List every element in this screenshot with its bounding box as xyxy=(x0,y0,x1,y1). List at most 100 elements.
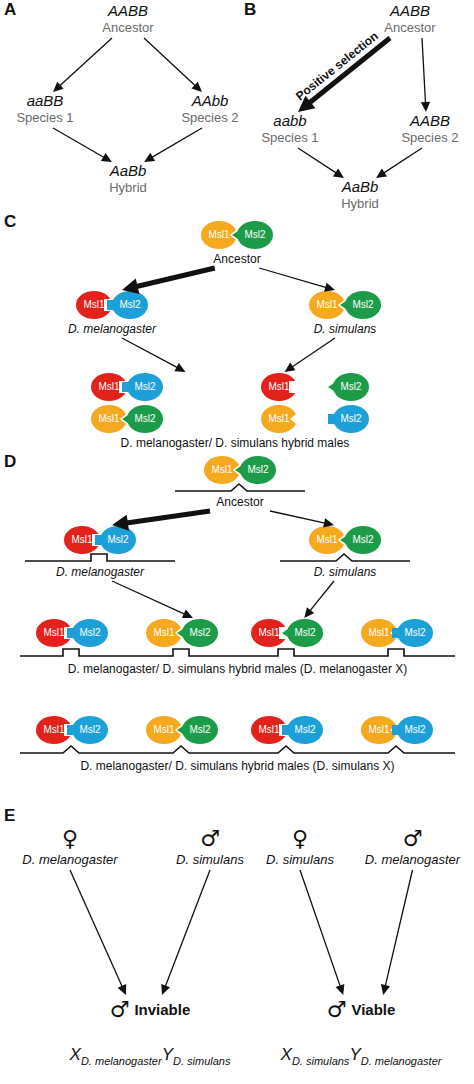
connector xyxy=(421,38,430,112)
arrow-head xyxy=(323,518,334,527)
genotype: AABB xyxy=(88,2,168,20)
protein-group: AncestorMsl1Msl2 xyxy=(190,455,290,511)
protein-group: D. melanogaster/ D. simulans hybrid male… xyxy=(15,618,460,678)
protein-node: Msl2 xyxy=(282,618,324,648)
chromatin-line xyxy=(20,649,455,656)
chromosome-origin: D. melanogaster xyxy=(361,1055,442,1067)
protein-label: Msl1 xyxy=(64,525,100,555)
connector-line xyxy=(422,38,426,104)
genotype: AABB xyxy=(390,112,470,130)
protein-group: D. simulansMsl1Msl2 xyxy=(295,290,395,338)
square-knob xyxy=(107,300,119,310)
connector-line xyxy=(383,148,422,174)
wedge-knob xyxy=(328,379,340,395)
arrow-head xyxy=(324,283,335,292)
wedge-knob xyxy=(282,625,294,641)
protein-label: Msl2 xyxy=(112,290,148,320)
chromosome: Y xyxy=(349,1045,360,1064)
connector xyxy=(298,38,390,112)
node-caption: Ancestor xyxy=(370,20,450,36)
parent-node: ♂D. melanogaster xyxy=(355,826,470,870)
node-caption: Species 2 xyxy=(170,110,250,126)
protein-node: Msl2 xyxy=(232,220,274,250)
panel-letter: D xyxy=(4,452,16,472)
protein-label: Msl1 xyxy=(36,618,72,648)
square-knob xyxy=(328,414,340,424)
wedge-knob xyxy=(340,297,352,313)
connector-line xyxy=(259,268,327,288)
panel-letter: E xyxy=(4,806,15,826)
connector xyxy=(70,870,126,995)
viability: Inviable xyxy=(134,1001,190,1018)
square-knob xyxy=(67,725,79,735)
connector xyxy=(270,511,334,527)
genotype-row: XD. simulansYD. melanogaster xyxy=(250,1044,472,1072)
protein-label: Msl1 xyxy=(76,290,112,320)
protein-group: D. simulansMsl1Msl2 xyxy=(290,525,400,581)
chromatin-line xyxy=(175,484,305,491)
genotype: aabb xyxy=(250,112,330,130)
sex-symbol: ♀ xyxy=(250,826,350,852)
protein-label: Msl2 xyxy=(237,220,273,250)
protein-node: Msl2 xyxy=(177,618,219,648)
wedge-knob xyxy=(232,227,244,243)
protein-label: Msl2 xyxy=(100,525,136,555)
connector-line xyxy=(70,870,123,988)
connector-line xyxy=(53,128,105,158)
protein-group: D. melanogaster Msl1Msl2 xyxy=(40,525,160,581)
protein-node: Msl1 xyxy=(260,404,302,434)
protein-group: AncestorMsl1Msl2 xyxy=(200,220,274,268)
genotype: aaBB xyxy=(5,92,85,110)
offspring-row: ♂Inviable xyxy=(30,995,270,1024)
wedge-knob xyxy=(177,722,189,738)
connector xyxy=(381,870,413,995)
square-knob xyxy=(392,725,404,735)
connector xyxy=(259,268,335,292)
edge-label: Positive selection xyxy=(293,29,381,103)
connector-line xyxy=(165,870,210,987)
connector-line xyxy=(125,511,210,523)
group-label: D. melanogaster xyxy=(40,565,160,579)
arrow-head xyxy=(304,607,314,618)
connector-line xyxy=(144,38,196,87)
node-caption: Species 1 xyxy=(250,130,330,146)
connector xyxy=(161,870,210,995)
wedge-notch xyxy=(290,410,301,428)
group-label: D. simulans xyxy=(295,322,395,336)
protein-label: Msl1 xyxy=(204,455,240,485)
genotype: AaBb xyxy=(88,162,168,180)
species-name: D. melanogaster xyxy=(15,852,125,868)
connector xyxy=(376,148,422,178)
node-caption: Hybrid xyxy=(88,180,168,196)
wedge-knob xyxy=(235,462,247,478)
genotype-row: XD. melanogasterYD. simulans xyxy=(30,1044,270,1072)
protein-label: Msl2 xyxy=(127,404,163,434)
connector-line xyxy=(59,38,112,87)
protein-node: Msl2 xyxy=(282,715,324,745)
genotype-node: aaBBSpecies 1 xyxy=(5,92,85,128)
parent-node: ♀D. melanogaster xyxy=(15,826,125,870)
sex-symbol: ♀ xyxy=(15,826,125,852)
square-knob xyxy=(95,535,107,545)
panel-letter: C xyxy=(4,212,16,232)
protein-label: Msl1 xyxy=(146,618,182,648)
protein-label: Msl1 xyxy=(361,618,397,648)
group-label: D. melanogaster/ D. simulans hybrid male… xyxy=(15,759,460,773)
protein-label: Msl1 xyxy=(201,220,237,250)
square-knob xyxy=(282,725,294,735)
offspring-node: ♂ViableXD. simulansYD. melanogaster xyxy=(250,995,472,1077)
protein-node: Msl1 xyxy=(260,372,302,402)
protein-group: D. melanogasterMsl1Msl2 xyxy=(62,290,162,338)
connector xyxy=(112,581,193,618)
connector-line xyxy=(122,338,178,368)
connector xyxy=(53,38,112,92)
connector-line xyxy=(112,581,186,615)
square-knob xyxy=(122,382,134,392)
connector-line xyxy=(298,148,337,174)
species-name: D. melanogaster xyxy=(355,852,470,868)
connector-line xyxy=(151,128,202,158)
protein-node: Msl2 xyxy=(67,618,109,648)
viability: Viable xyxy=(351,1001,395,1018)
genotype-node: aabbSpecies 1 xyxy=(250,112,330,148)
